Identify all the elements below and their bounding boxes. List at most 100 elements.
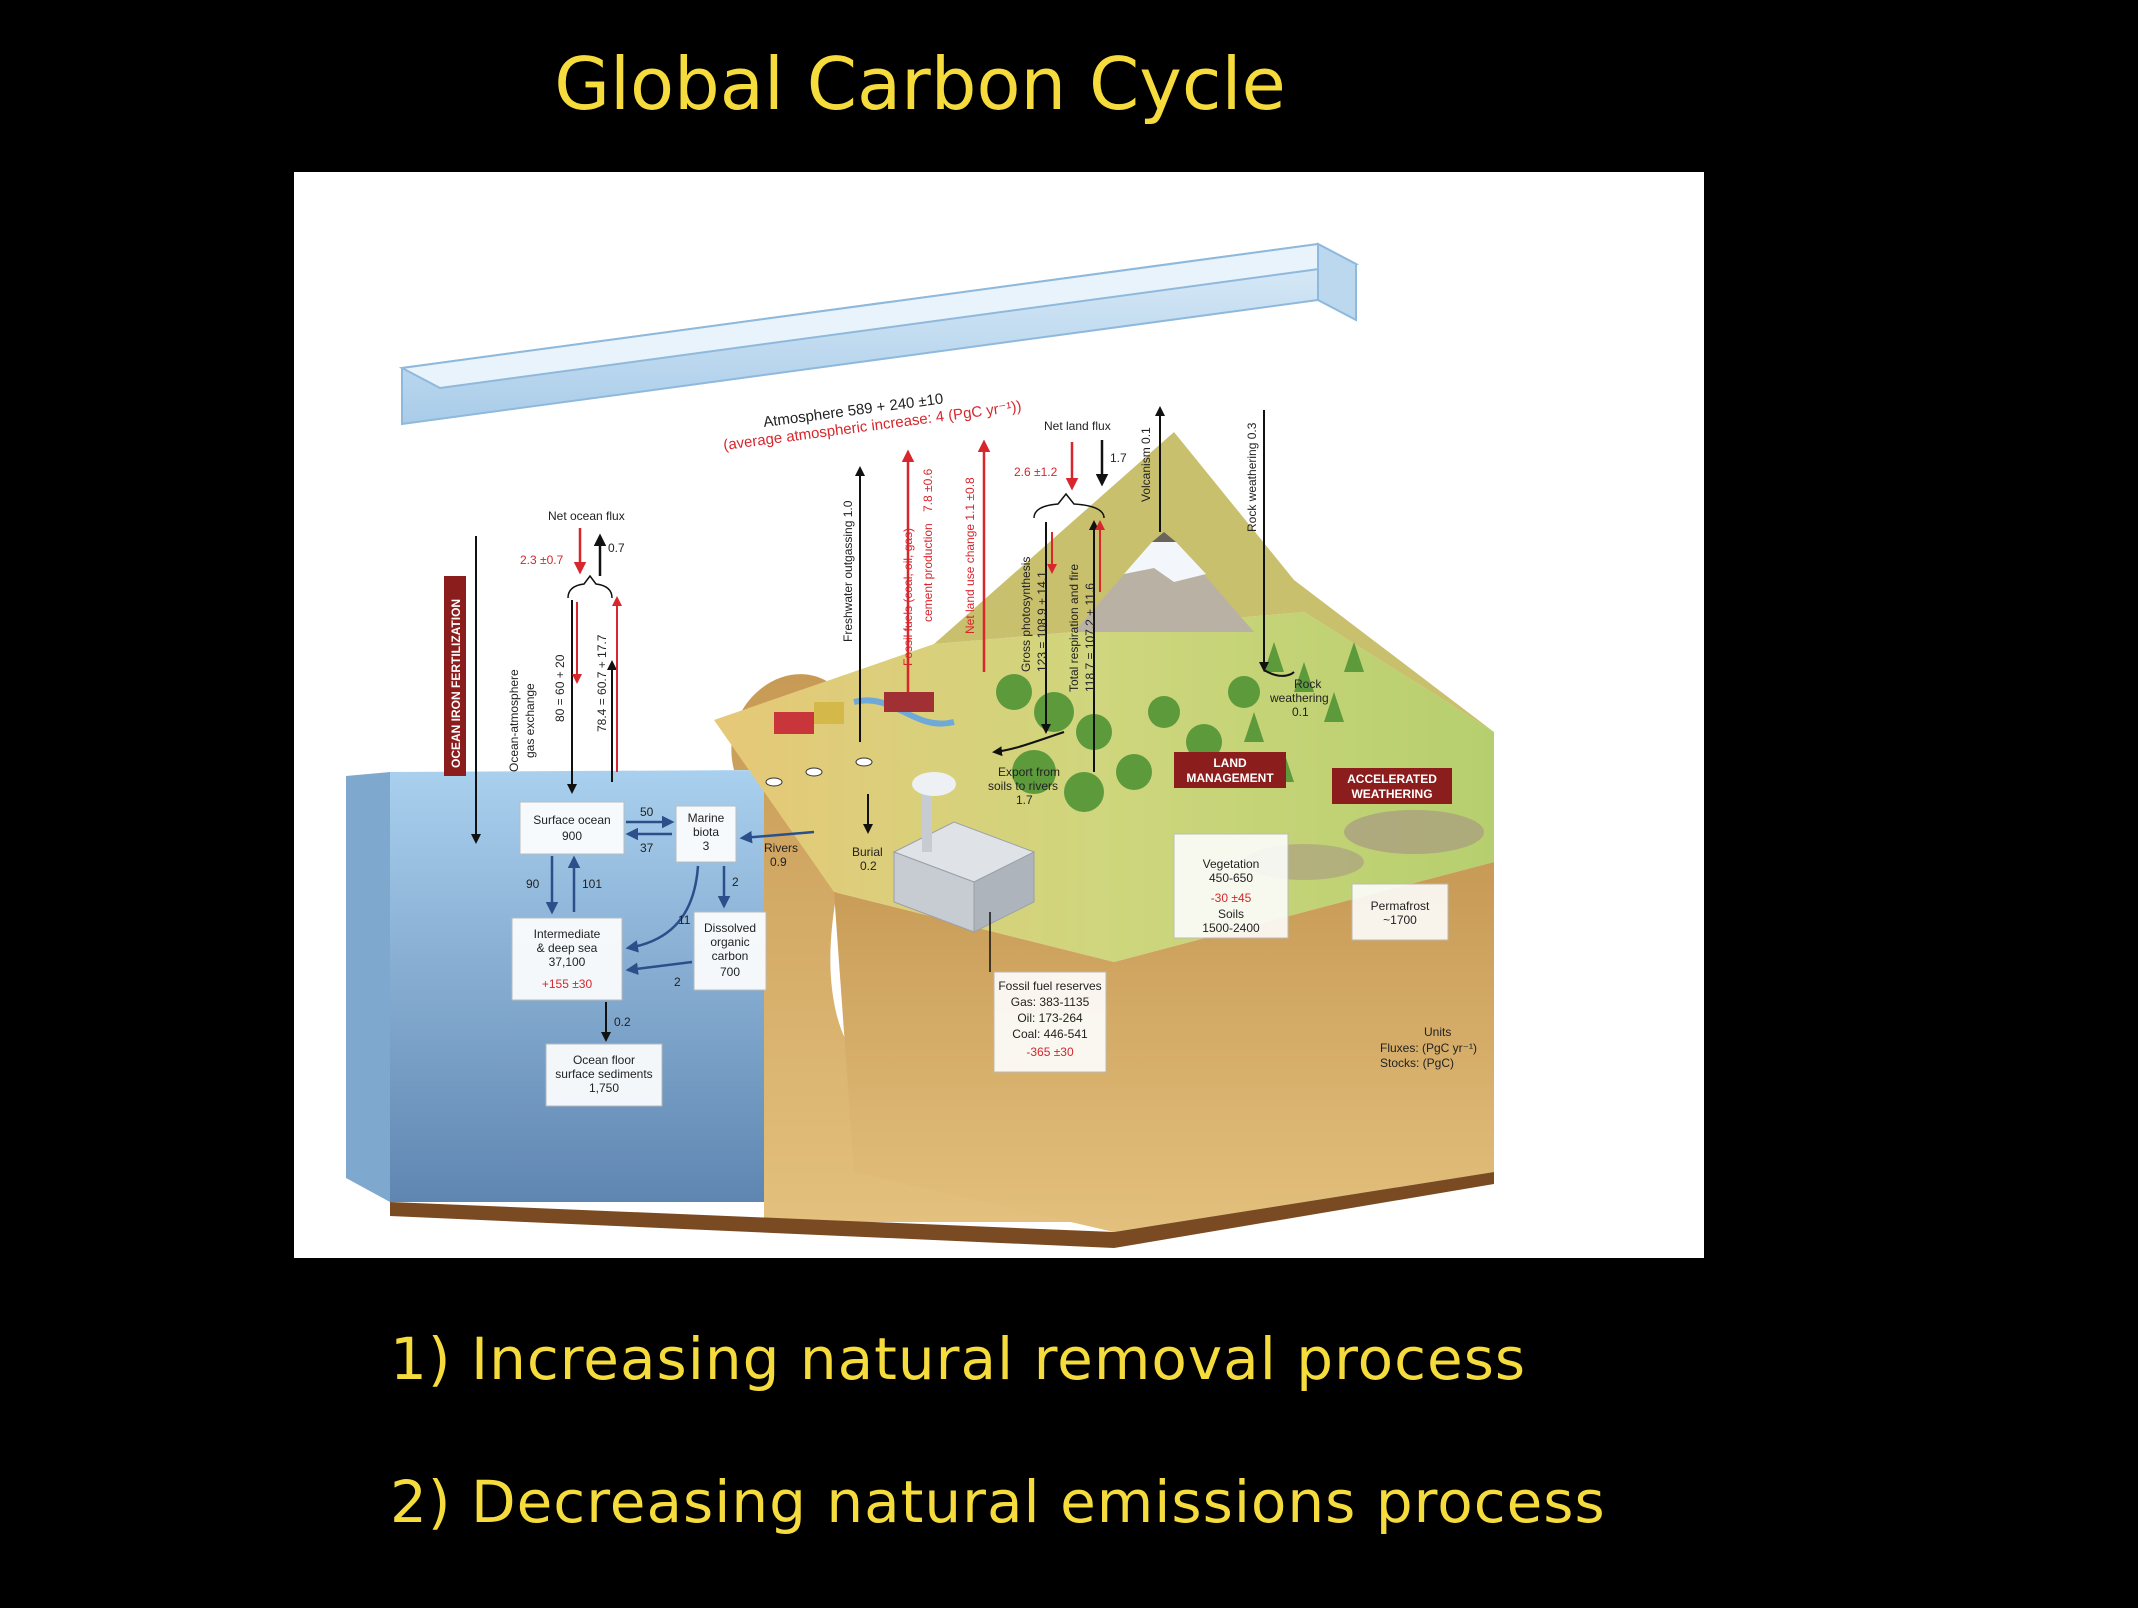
to-sediments-value: 0.2	[614, 1015, 631, 1029]
surface-to-deep-value: 90	[526, 877, 540, 891]
total-respiration-line1: Total respiration and fire	[1067, 564, 1081, 692]
export-rivers-line1: Export from	[998, 765, 1060, 779]
accelerated-weathering-line2: WEATHERING	[1351, 787, 1432, 801]
surface-ocean-box	[519, 801, 625, 855]
ocean-floor-line2: surface sediments	[555, 1067, 652, 1081]
fossil-reserves-change: -365 ±30	[1026, 1045, 1074, 1059]
land-management-line2: MANAGEMENT	[1186, 771, 1274, 785]
fossil-reserves-coal: Coal: 446-541	[1012, 1027, 1088, 1041]
accelerated-weathering-box	[1332, 768, 1452, 804]
deep-to-surface-value: 101	[582, 877, 602, 891]
volcano-illustration	[1074, 532, 1254, 632]
vegetation-box	[1173, 833, 1289, 939]
ocean-floor-line1: Ocean floor	[573, 1053, 635, 1067]
forest-illustration	[996, 642, 1364, 812]
rock-weathering-land-line1: Rock	[1294, 677, 1322, 691]
dissolved-organic-line2: organic	[710, 935, 749, 949]
carbon-cycle-diagram: Atmosphere 589 + 240 ±10 (average atmosp…	[346, 242, 1494, 1248]
doc-to-deep-value: 2	[674, 975, 681, 989]
vegetation-label: Vegetation	[1203, 857, 1260, 871]
soils-value: 1500-2400	[1202, 921, 1260, 935]
land-management-line1: LAND	[1213, 756, 1247, 770]
rock-weathering-land-value: 0.1	[1292, 705, 1309, 719]
soils-label: Soils	[1218, 907, 1244, 921]
bullet-removal: 1) Increasing natural removal process	[390, 1325, 1527, 1393]
net-land-use-label: Net land use change 1.1 ±0.8	[963, 477, 977, 634]
atmosphere-bar	[398, 242, 1360, 426]
rivers-arrow	[739, 830, 815, 844]
biota-to-surface-value: 37	[640, 841, 654, 855]
dissolved-organic-line3: carbon	[712, 949, 749, 963]
net-ocean-flux-up-value: 0.7	[608, 541, 625, 555]
permafrost-label: Permafrost	[1371, 899, 1430, 913]
net-ocean-flux-down-value: 2.3 ±0.7	[520, 553, 564, 567]
fossil-reserves-oil: Oil: 173-264	[1017, 1011, 1083, 1025]
units-fluxes: Fluxes: (PgC yr⁻¹)	[1380, 1041, 1477, 1055]
factory-illustration	[892, 772, 1036, 933]
export-rivers-arrow	[992, 731, 1065, 757]
bullet-emissions: 2) Decreasing natural emissions process	[390, 1468, 1606, 1536]
gas-exchange-label2: gas exchange	[523, 683, 537, 758]
permafrost-value: ~1700	[1383, 913, 1417, 927]
net-ocean-brace	[567, 574, 613, 599]
units-stocks: Stocks: (PgC)	[1380, 1056, 1454, 1070]
rock-weathering-label: Rock weathering 0.3	[1245, 422, 1259, 532]
biota-to-doc-value: 2	[732, 875, 739, 889]
export-rivers-line2: soils to rivers	[988, 779, 1058, 793]
dissolved-organic-value: 700	[720, 965, 740, 979]
intermediate-deep-value: 37,100	[549, 955, 586, 969]
gross-photosynthesis-line1: Gross photosynthesis	[1019, 557, 1033, 672]
gas-exchange-label1: Ocean-atmosphere	[507, 669, 521, 772]
rock-weathering-land-line2: weathering	[1269, 691, 1329, 705]
ocean-iron-label: OCEAN IRON FERTILIZATION	[449, 599, 463, 768]
biota-to-deep-value: 11	[678, 913, 691, 927]
net-land-flux-down-value: 2.6 ±1.2	[1014, 465, 1058, 479]
ocean-floor-value: 1,750	[589, 1081, 619, 1095]
rivers-value: 0.9	[770, 855, 787, 869]
intermediate-deep-box	[511, 917, 623, 1001]
net-land-flux-up-value: 1.7	[1110, 451, 1127, 465]
slide-title: Global Carbon Cycle	[554, 42, 1286, 126]
rivers-label: Rivers	[764, 841, 798, 855]
fossil-reserves-title: Fossil fuel reserves	[998, 979, 1101, 993]
permafrost-box	[1351, 883, 1449, 941]
doc-to-deep-arrow	[625, 960, 693, 975]
intermediate-deep-line1: Intermediate	[534, 927, 601, 941]
biota-to-deep-arrow	[625, 865, 700, 953]
rock-weathering-land-arrow	[1263, 669, 1295, 677]
gross-photosynthesis-line2: 123 = 108.9 + 14.1	[1035, 571, 1049, 672]
export-rivers-value: 1.7	[1016, 793, 1033, 807]
marine-biota-box	[675, 805, 737, 863]
gas-exchange-down-value: 80 = 60 + 20	[553, 654, 567, 722]
marine-biota-line1: Marine	[688, 811, 725, 825]
burial-value: 0.2	[860, 859, 877, 873]
fossil-reserves-gas: Gas: 383-1135	[1011, 995, 1090, 1009]
intermediate-deep-change: +155 ±30	[542, 977, 593, 991]
marine-biota-line2: biota	[693, 825, 719, 839]
vegetation-value: 450-650	[1209, 871, 1253, 885]
fossil-fuels-line1: Fossil fuels (coal, oil, gas)	[901, 528, 915, 666]
intermediate-deep-line2: & deep sea	[537, 941, 598, 955]
surface-ocean-label: Surface ocean	[533, 813, 610, 827]
net-land-flux-label: Net land flux	[1044, 419, 1111, 433]
fossil-fuels-line2: cement production	[921, 523, 935, 622]
dissolved-organic-line1: Dissolved	[704, 921, 756, 935]
dissolved-organic-box	[693, 911, 767, 991]
freshwater-outgassing-label: Freshwater outgassing 1.0	[841, 500, 855, 642]
volcanism-label: Volcanism 0.1	[1139, 427, 1153, 502]
accelerated-weathering-line1: ACCELERATED	[1347, 772, 1437, 786]
vegetation-change: -30 ±45	[1211, 891, 1252, 905]
net-land-brace	[1033, 492, 1105, 519]
fossil-fuels-value: 7.8 ±0.6	[921, 468, 935, 512]
units-title: Units	[1424, 1025, 1451, 1039]
carbon-cycle-figure: Atmosphere 589 + 240 ±10 (average atmosp…	[294, 172, 1704, 1258]
land-management-box	[1174, 752, 1286, 788]
farm-illustration	[765, 692, 934, 787]
burial-label: Burial	[852, 845, 883, 859]
surface-to-biota-value: 50	[640, 805, 654, 819]
ocean-iron-label-box	[444, 576, 466, 776]
fossil-reserves-box	[993, 971, 1107, 1073]
surface-ocean-value: 900	[562, 829, 582, 843]
gas-exchange-up-value: 78.4 = 60.7 + 17.7	[595, 634, 609, 732]
ocean-floor-box	[545, 1043, 663, 1107]
